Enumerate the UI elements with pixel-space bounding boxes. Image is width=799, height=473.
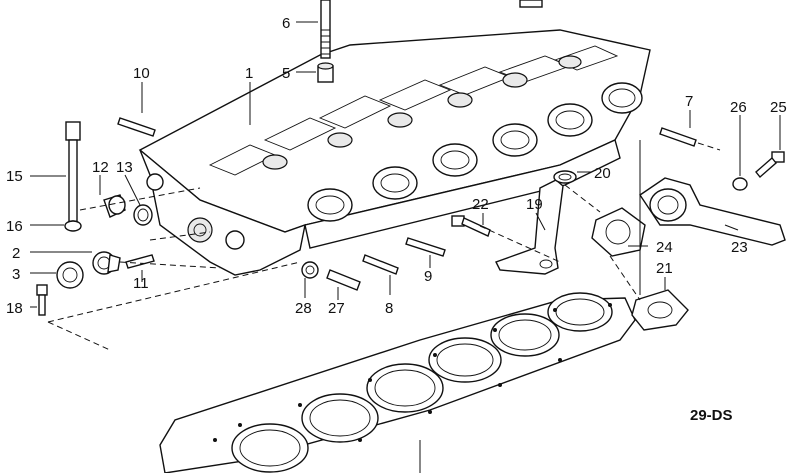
part-5-sleeve <box>317 62 334 83</box>
callouts: 6 5 10 1 7 26 25 15 12 13 20 22 19 16 23… <box>6 15 787 424</box>
part-15-bolt <box>65 121 81 230</box>
top-plug <box>519 0 543 8</box>
leader-lines <box>30 21 781 473</box>
part-22-bolt <box>451 215 491 237</box>
callout-1: 1 <box>245 65 253 82</box>
callout-19: 19 <box>526 196 543 213</box>
callout-26: 26 <box>730 99 747 116</box>
part-7-stud <box>659 127 697 147</box>
callout-3: 3 <box>12 266 20 283</box>
part-21-gasket <box>631 289 689 331</box>
part-27-nipple <box>326 269 361 291</box>
callout-21: 21 <box>656 260 673 277</box>
callout-2: 2 <box>12 245 20 262</box>
callout-16: 16 <box>6 218 23 235</box>
part-6-stud <box>320 0 331 59</box>
callout-6: 6 <box>282 15 290 32</box>
callout-24: 24 <box>656 239 673 256</box>
callout-18: 18 <box>6 300 23 317</box>
callout-10: 10 <box>133 65 150 82</box>
part-28-ring <box>301 261 319 279</box>
callout-20: 20 <box>594 165 611 182</box>
part-24-gasket <box>591 207 646 257</box>
part-23-pipe <box>639 177 786 246</box>
part-13-ring <box>133 204 153 226</box>
head-gasket <box>159 292 636 473</box>
callout-28: 28 <box>295 300 312 317</box>
part-20-ring <box>553 170 577 184</box>
part-26-washer <box>732 177 748 191</box>
cylinder-head <box>138 29 651 276</box>
callout-27: 27 <box>328 300 345 317</box>
callout-23: 23 <box>731 239 748 256</box>
part-2-plug <box>92 251 121 275</box>
part-11-stud <box>125 254 155 269</box>
part-12-plug <box>103 194 126 218</box>
part-25-bolt <box>755 151 785 179</box>
part-18-bolt <box>36 284 48 316</box>
callout-11: 11 <box>133 275 149 292</box>
callout-8: 8 <box>385 300 393 317</box>
alignment-lines <box>47 142 721 351</box>
part-9-stud <box>405 237 446 257</box>
part-3-cap <box>56 261 84 289</box>
diagram-code: 29-DS <box>690 407 733 424</box>
part-19-bracket <box>495 179 564 275</box>
callout-9: 9 <box>424 268 432 285</box>
callout-12: 12 <box>92 159 109 176</box>
callout-22: 22 <box>472 196 489 213</box>
callout-25: 25 <box>770 99 787 116</box>
callout-7: 7 <box>685 93 693 110</box>
callout-15: 15 <box>6 168 23 185</box>
part-8-stud <box>362 254 399 275</box>
part-10-stud <box>117 117 156 137</box>
callout-5: 5 <box>282 65 290 82</box>
part-16-washer <box>64 220 82 232</box>
callout-13: 13 <box>116 159 133 176</box>
